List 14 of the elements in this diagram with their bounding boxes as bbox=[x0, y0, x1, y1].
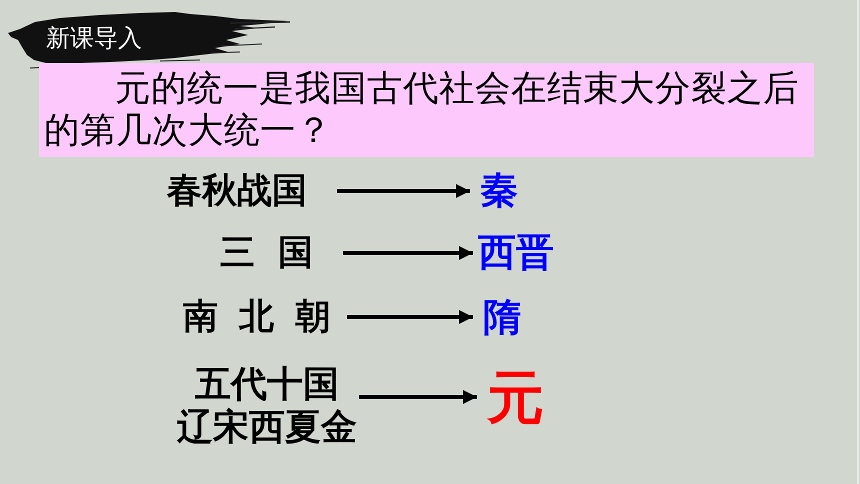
question-text: 元的统一是我国古代社会在结束大分裂之后的第几次大统一？ bbox=[44, 68, 800, 152]
dynasty-label: 西晋 bbox=[478, 233, 554, 271]
dynasty-label: 元 bbox=[487, 370, 544, 426]
arrow bbox=[337, 184, 470, 198]
period-label: 春秋战国 bbox=[167, 174, 307, 208]
section-heading: 新课导入 bbox=[46, 26, 142, 50]
dynasty-label: 秦 bbox=[480, 171, 518, 209]
period-label: 三 国 bbox=[220, 236, 314, 270]
period-label: 五代十国辽宋西夏金 bbox=[177, 362, 358, 450]
arrow bbox=[359, 390, 477, 404]
arrow bbox=[347, 310, 473, 324]
period-label: 南 北 朝 bbox=[183, 300, 330, 334]
arrow bbox=[343, 246, 473, 260]
dynasty-label: 隋 bbox=[483, 298, 521, 336]
